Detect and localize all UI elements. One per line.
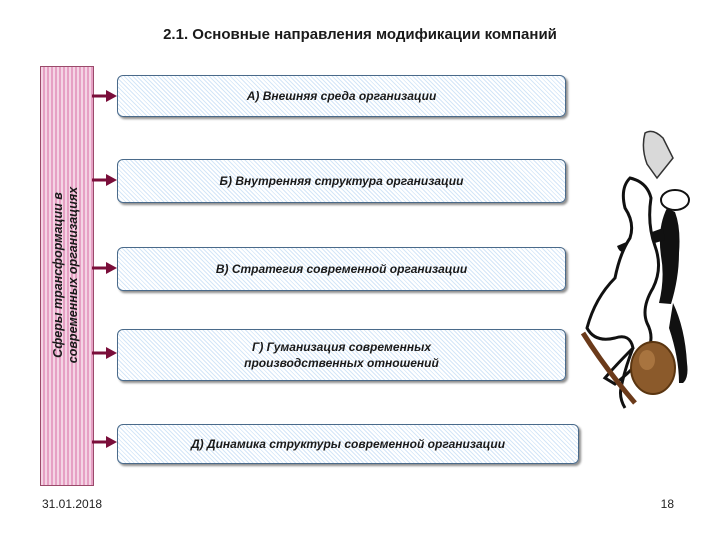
slide-date: 31.01.2018	[42, 497, 103, 511]
direction-box-strategy: В) Стратегия современной организации	[117, 247, 566, 291]
figure-pushing-boulder-icon	[580, 130, 690, 409]
arrow-icon	[92, 174, 117, 186]
transformation-spheres-label: Сферы трансформации в современных органи…	[51, 186, 80, 364]
direction-box-humanization: Г) Гуманизация современных производствен…	[117, 329, 566, 381]
transformation-spheres-bar	[40, 66, 94, 486]
direction-box-dynamics: Д) Динамика структуры современной органи…	[117, 424, 579, 464]
arrow-icon	[92, 90, 117, 102]
direction-box-external: А) Внешняя среда организации	[117, 75, 566, 117]
slide-page-number: 18	[660, 497, 674, 511]
arrow-icon	[92, 436, 117, 448]
direction-box-internal: Б) Внутренняя структура организации	[117, 159, 566, 203]
arrow-icon	[92, 262, 117, 274]
arrow-icon	[92, 347, 117, 359]
page-title: 2.1. Основные направления модификации ко…	[163, 26, 557, 43]
